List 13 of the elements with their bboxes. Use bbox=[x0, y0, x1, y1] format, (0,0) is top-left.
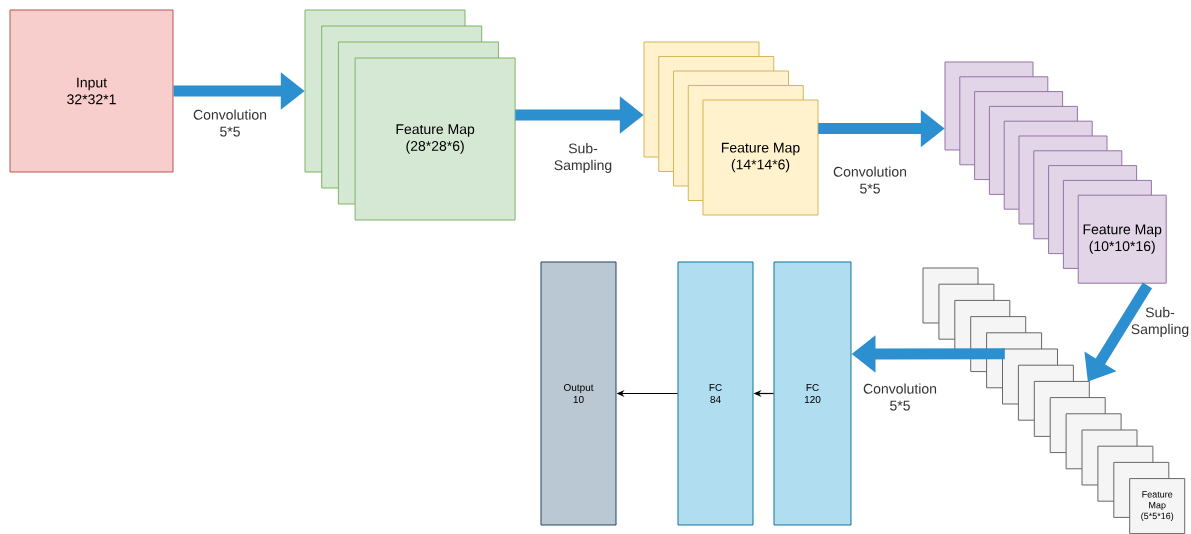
node-label: Feature Map (10*10*16) bbox=[1083, 224, 1162, 254]
feature-map-stack: Feature Map (28*28*6) bbox=[304, 9, 516, 221]
feature-map-stack: Feature Map (14*14*6) bbox=[643, 41, 819, 216]
fc-layer-box: FC 120 bbox=[773, 261, 852, 526]
output-box: Output 10 bbox=[540, 261, 617, 526]
input-box: Input 32*32*1 bbox=[9, 9, 174, 173]
edge-label: Sub-Sampling bbox=[1131, 307, 1189, 337]
node-label: Feature Map (5*5*16) bbox=[1141, 491, 1174, 521]
edge-label: Convolution 5*5 bbox=[833, 166, 907, 194]
feature-map-stack: Feature Map (10*10*16) bbox=[944, 61, 1167, 284]
fc-layer-box: FC 84 bbox=[677, 261, 754, 526]
edge-label: Sub-Sampling bbox=[554, 143, 612, 173]
edge-label: Convolution 5*5 bbox=[193, 109, 267, 137]
